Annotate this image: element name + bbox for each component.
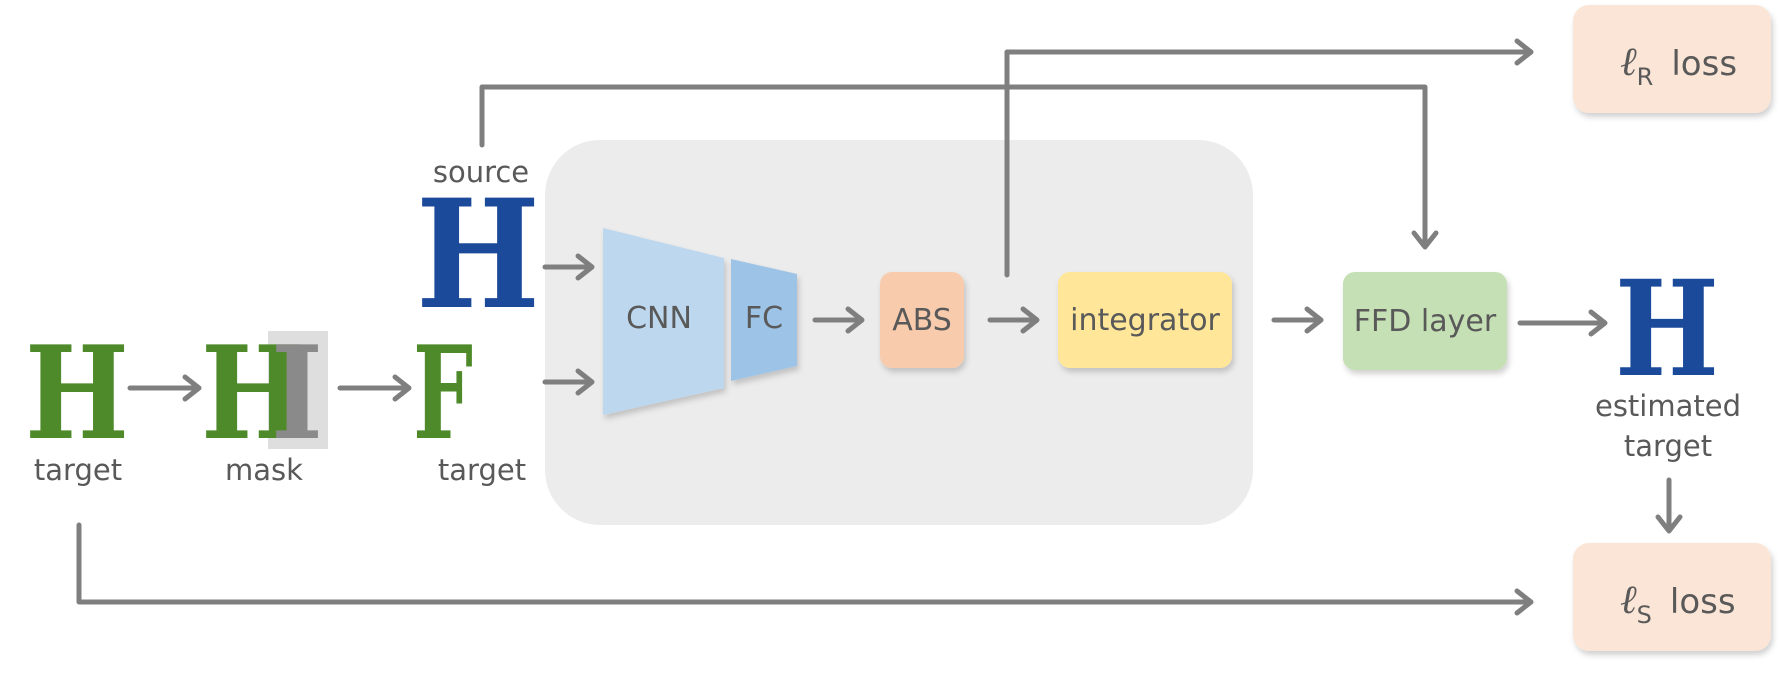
arrows [76, 38, 1683, 616]
r-loss-symbol: ℓ [1620, 39, 1637, 85]
arrowhead [1514, 588, 1534, 616]
arrow-source-to-ffd [479, 84, 1428, 249]
arrowhead [575, 368, 595, 396]
s-loss-subscript: S [1637, 601, 1652, 629]
mask-region [268, 331, 328, 449]
ffd-label: FFD layer [1354, 304, 1497, 339]
source-label: source [433, 155, 529, 189]
s-loss-text: loss [1670, 582, 1736, 622]
arrowhead [1411, 230, 1439, 250]
arrow-to-r-loss [1004, 49, 1533, 278]
mask-green-glyph: H [201, 319, 305, 469]
r-loss-subscript: R [1637, 63, 1654, 91]
s-loss-symbol: ℓ [1620, 577, 1637, 623]
cnn-block [603, 228, 724, 415]
integrator-label: integrator [1070, 303, 1220, 338]
estimated-label-line2: target [1624, 429, 1712, 463]
abs-block [880, 272, 964, 368]
arrowhead [182, 374, 202, 402]
arrowhead [392, 374, 412, 402]
arrowhead [1304, 306, 1324, 334]
r-loss-box [1573, 5, 1771, 113]
arrowhead [845, 306, 865, 334]
arrow-target-to-s-loss [76, 522, 1533, 605]
masked-target-glyph: F [413, 319, 473, 469]
fc-label: FC [745, 301, 783, 336]
estimated-glyph: H [1615, 252, 1719, 407]
arrowhead [1588, 309, 1608, 337]
target-label: target [34, 453, 122, 487]
mask-gray-glyph: I [271, 319, 323, 469]
abs-label: ABS [892, 303, 952, 338]
arrowhead [1655, 514, 1683, 534]
mask-label: mask [225, 453, 303, 487]
ffd-block [1343, 272, 1507, 370]
estimated-label-line1: estimated [1595, 389, 1741, 423]
arrowhead [1514, 38, 1534, 66]
fc-block [731, 259, 797, 381]
integrator-block [1058, 272, 1232, 368]
source-glyph: H [416, 167, 540, 343]
r-loss-text: loss [1671, 44, 1737, 84]
masked-target-label: target [438, 453, 526, 487]
arrowhead [1020, 306, 1040, 334]
cnn-label: CNN [626, 301, 692, 336]
s-loss-box [1573, 543, 1771, 651]
arrowhead [575, 253, 595, 281]
target-glyph: H [25, 319, 129, 469]
